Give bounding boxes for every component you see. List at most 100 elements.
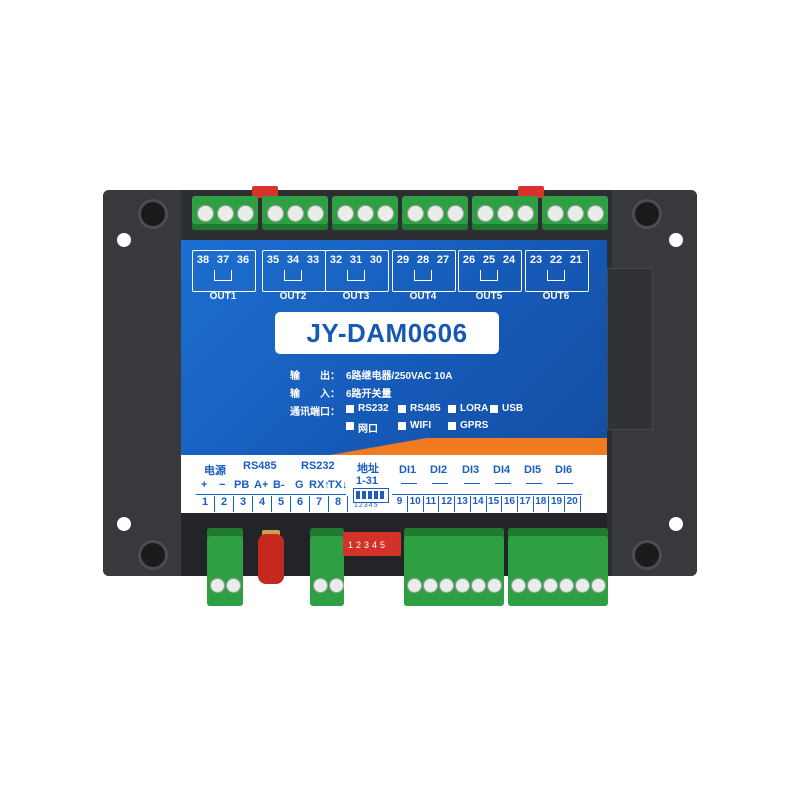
model-name: JY-DAM0606: [306, 318, 468, 348]
terminal-number: 9: [392, 496, 408, 512]
terminal-number: 20: [565, 496, 581, 512]
relay-2-label: OUT2: [279, 291, 307, 302]
mount-hole-top-right: [632, 199, 662, 229]
terminal-screw: [337, 205, 354, 222]
pb-label: PB: [234, 479, 250, 491]
terminal-number: 1: [196, 496, 215, 512]
comm-option-checkbox: [490, 405, 498, 413]
terminal-screw: [543, 578, 558, 593]
terminal-screw: [517, 205, 534, 222]
dip-graphic-switch: [368, 491, 372, 499]
terminal-number: 12: [439, 496, 456, 512]
relay-5-terminal-number: 24: [502, 254, 516, 266]
comm-option-label: LORA: [460, 403, 489, 414]
b-minus-label: B-: [273, 479, 285, 491]
comm-option: 网口: [346, 420, 378, 435]
relay-6-terminal-number: 22: [549, 254, 563, 266]
terminal-screw: [407, 578, 422, 593]
spec-comm-label: 通讯端口：: [290, 407, 340, 418]
mount-hole-bottom-right: [632, 540, 662, 570]
side-recess: [607, 268, 653, 430]
terminal-number: 2: [215, 496, 234, 512]
terminal-screw: [559, 578, 574, 593]
relay-2-terminal-number: 34: [286, 254, 300, 266]
terminal-screw: [217, 205, 234, 222]
relay-3-switch-symbol: [347, 270, 365, 281]
relay-6-outline: [525, 250, 589, 292]
terminal-screw: [407, 205, 424, 222]
comm-option-label: 网口: [358, 424, 378, 435]
di1-label: DI1: [399, 464, 417, 476]
relay-3-terminal-number: 31: [349, 254, 363, 266]
relay-5-terminal-number: 26: [462, 254, 476, 266]
terminal-screw: [575, 578, 590, 593]
antenna-connector: [258, 534, 284, 584]
g-label: G: [295, 479, 304, 491]
relay-6-switch-symbol: [547, 270, 565, 281]
relay-4-outline: [392, 250, 456, 292]
terminal-number: 5: [272, 496, 291, 512]
terminal-screw: [210, 578, 225, 593]
terminal-number: 4: [253, 496, 272, 512]
relay-2-switch-symbol: [284, 270, 302, 281]
relay-5-label: OUT5: [475, 291, 503, 302]
terminal-screw: [471, 578, 486, 593]
spec-output-value: 6路继电器/250VAC 10A: [346, 371, 453, 382]
rail-hole-bottom-left: [117, 517, 131, 531]
terminal-number: 10: [408, 496, 424, 512]
relay-1-outline: [192, 250, 256, 292]
power-plus: +: [201, 479, 208, 491]
relay-3-label: OUT3: [342, 291, 370, 302]
spec-input-value: 6路开关量: [346, 389, 392, 400]
address-dip-switch[interactable]: 12345: [343, 532, 401, 556]
di3-label: DI3: [462, 464, 480, 476]
terminal-number: 13: [455, 496, 471, 512]
power-minus: −: [219, 479, 226, 491]
comm-option: RS485: [398, 403, 441, 414]
relay-4-switch-symbol: [414, 270, 432, 281]
spec-output-label: 输 出：: [290, 371, 340, 382]
terminal-screw: [427, 205, 444, 222]
terminal-screw: [587, 205, 604, 222]
dip-graphic-switch: [356, 491, 360, 499]
terminal-number: 17: [518, 496, 534, 512]
comm-option: GPRS: [448, 420, 488, 431]
comm-option: LORA: [448, 403, 488, 414]
comm-option-checkbox: [398, 422, 406, 430]
relay-4-label: OUT4: [409, 291, 437, 302]
relay-3-outline: [325, 250, 389, 292]
comm-option-checkbox: [346, 422, 354, 430]
spec-input-label: 输 入：: [290, 389, 340, 400]
terminal-number: 16: [502, 496, 518, 512]
left-mount-flange: [103, 190, 181, 576]
terminal-screw: [455, 578, 470, 593]
di3-diode-icon: [464, 483, 480, 484]
terminal-screw: [511, 578, 526, 593]
di4-diode-icon: [495, 483, 511, 484]
terminal-number: 3: [234, 496, 253, 512]
rs485-label: RS485: [243, 460, 277, 472]
terminal-screw: [591, 578, 606, 593]
terminal-number: 15: [486, 496, 503, 512]
di4-label: DI4: [493, 464, 511, 476]
di2-diode-icon: [432, 483, 448, 484]
rail-hole-bottom-right: [669, 517, 683, 531]
comm-option-label: RS485: [410, 403, 441, 414]
comm-option: WIFI: [398, 420, 431, 431]
terminal-number: 11: [423, 496, 440, 512]
relay-6-label: OUT6: [542, 291, 570, 302]
mount-hole-top-left: [138, 199, 168, 229]
relay-4-terminal-number: 28: [416, 254, 430, 266]
rs232-label: RS232: [301, 460, 335, 472]
terminal-screw: [447, 205, 464, 222]
terminal-number: 6: [291, 496, 310, 512]
relay-1-terminal-number: 38: [196, 254, 210, 266]
comm-option-checkbox: [448, 405, 456, 413]
relay-5-switch-symbol: [480, 270, 498, 281]
relay-2-terminal-number: 33: [306, 254, 320, 266]
terminal-number-row-left: [196, 494, 346, 513]
power-label: 电源: [204, 465, 226, 477]
terminal-screw: [377, 205, 394, 222]
terminal-screw: [567, 205, 584, 222]
comm-option-label: GPRS: [460, 420, 489, 431]
